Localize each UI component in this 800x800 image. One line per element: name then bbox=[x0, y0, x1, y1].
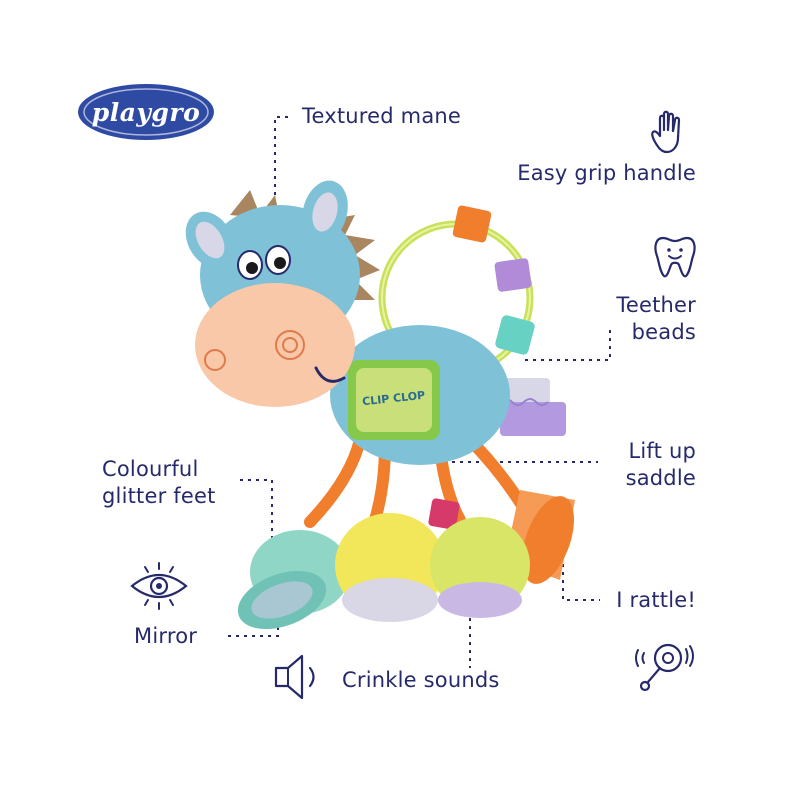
label-easy-grip-handle: Easy grip handle bbox=[517, 161, 696, 185]
leader-feet bbox=[240, 479, 273, 562]
label-mirror: Mirror bbox=[134, 624, 198, 648]
logo-text: playgro bbox=[91, 97, 201, 127]
tooth-icon bbox=[654, 236, 696, 278]
label-teether-line2: beads bbox=[631, 320, 696, 344]
rattle-icon bbox=[635, 643, 694, 692]
logo-oval bbox=[78, 84, 214, 140]
speaker-icon bbox=[274, 654, 315, 700]
leader-mane bbox=[274, 116, 288, 200]
label-teether-line1: Teether bbox=[616, 293, 696, 317]
label-lift-up-line2: saddle bbox=[625, 466, 696, 490]
leader-rattle bbox=[562, 540, 600, 601]
label-crinkle-sounds: Crinkle sounds bbox=[342, 668, 500, 692]
label-glitter-line1: Colourful bbox=[102, 457, 199, 481]
playgro-logo: playgro bbox=[76, 82, 216, 142]
feet bbox=[237, 490, 575, 630]
red-bead bbox=[428, 498, 460, 530]
eye-icon bbox=[130, 562, 188, 610]
leader-teether bbox=[525, 330, 611, 361]
leader-lines bbox=[228, 116, 611, 668]
label-glitter-line2: glitter feet bbox=[102, 484, 216, 508]
label-textured-mane: Textured mane bbox=[302, 104, 462, 128]
label-lift-up-line1: Lift up bbox=[628, 439, 696, 463]
saddle-patch: CLIP CLOP bbox=[348, 360, 440, 440]
label-i-rattle: I rattle! bbox=[616, 588, 696, 612]
leader-mirror bbox=[228, 592, 279, 637]
hand-icon bbox=[651, 110, 681, 154]
